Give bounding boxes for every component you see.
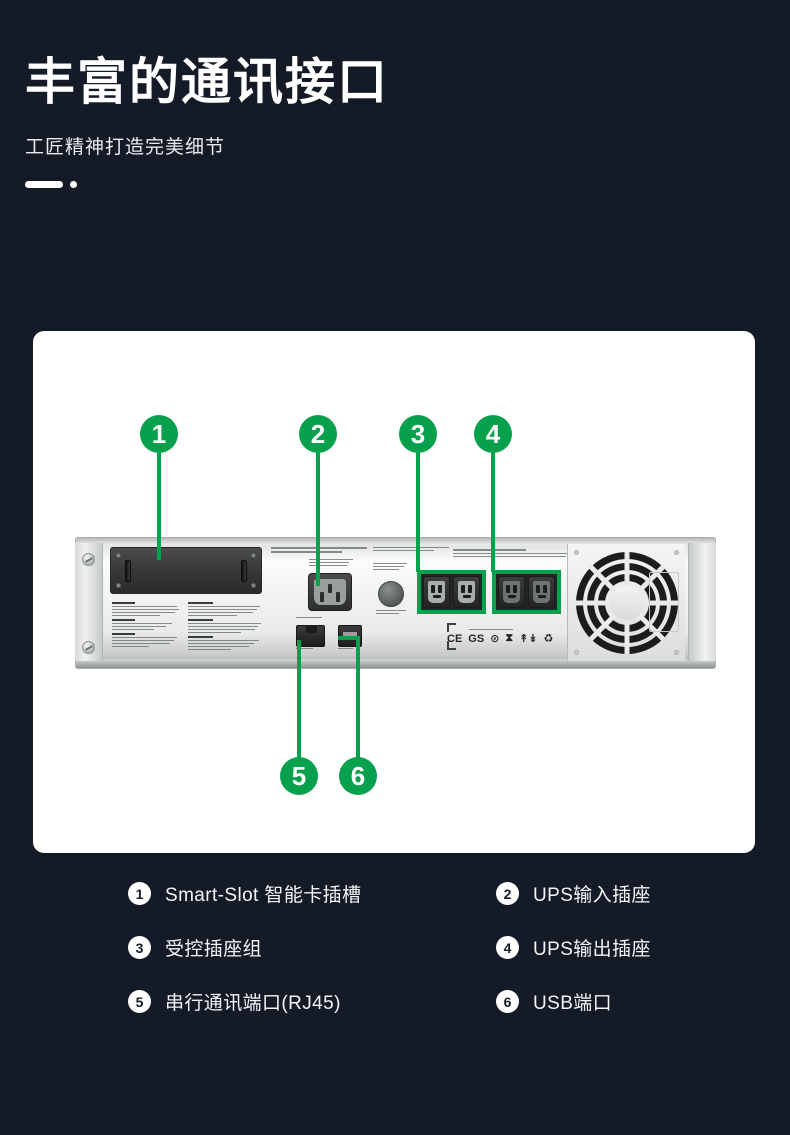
hourglass-icon: ⧗ bbox=[505, 632, 514, 644]
callout-line-2 bbox=[316, 450, 320, 586]
contact-notice-label bbox=[373, 547, 449, 553]
outlet bbox=[498, 576, 525, 608]
certification-icons: CE GS ⊙ ⧗ ↟↡ ♻ bbox=[447, 632, 553, 645]
gs-mark-icon: GS bbox=[468, 632, 485, 645]
fan-side-plate bbox=[649, 572, 679, 632]
legend-number: 1 bbox=[128, 882, 151, 905]
ups-output-outlet-group bbox=[492, 570, 561, 614]
recycle-icon: ♻ bbox=[543, 633, 554, 645]
serial-bracket-tl bbox=[447, 623, 456, 632]
rack-ear-right bbox=[688, 543, 716, 661]
power-mark-icon: ⊙ bbox=[490, 633, 500, 645]
legend-label: UPS输入插座 bbox=[533, 885, 651, 906]
legend-number: 3 bbox=[128, 936, 151, 959]
divider-bar bbox=[25, 181, 63, 188]
breaker-reset-label bbox=[376, 610, 406, 616]
legend-item-6: 6 USB端口 bbox=[496, 988, 768, 1015]
callout-legend: 1 Smart-Slot 智能卡插槽 2 UPS输入插座 3 受控插座组 4 U… bbox=[128, 880, 768, 1015]
callout-badge-5[interactable]: 5 bbox=[280, 757, 318, 795]
serial-bracket-bl bbox=[447, 641, 456, 650]
chassis-screw bbox=[82, 641, 95, 654]
callout-line-4 bbox=[491, 450, 495, 572]
callout-line-6-vertical bbox=[356, 636, 360, 760]
callout-badge-2[interactable]: 2 bbox=[299, 415, 337, 453]
serial-port-label bbox=[296, 617, 322, 620]
page-subtitle: 工匠精神打造完美细节 bbox=[25, 137, 226, 158]
legend-label: USB端口 bbox=[533, 993, 613, 1014]
callout-line-5 bbox=[297, 640, 301, 760]
slot-handle-left bbox=[125, 559, 131, 582]
usb-port-caption bbox=[338, 648, 360, 651]
smart-slot-cover bbox=[110, 547, 262, 594]
legend-item-1: 1 Smart-Slot 智能卡插槽 bbox=[128, 880, 496, 907]
serial-rj45-port bbox=[296, 625, 325, 647]
arrows-icon: ↟↡ bbox=[519, 633, 538, 645]
legend-item-4: 4 UPS输出插座 bbox=[496, 934, 768, 961]
outlet bbox=[453, 576, 480, 608]
legend-number: 6 bbox=[496, 990, 519, 1013]
callout-badge-6[interactable]: 6 bbox=[339, 757, 377, 795]
legend-label: 串行通讯端口(RJ45) bbox=[165, 993, 341, 1014]
circuit-breaker-reset-button[interactable] bbox=[378, 581, 404, 607]
output-rating-label bbox=[453, 549, 571, 559]
controlled-outlet-group bbox=[417, 570, 486, 614]
outlet bbox=[423, 576, 450, 608]
legend-item-3: 3 受控插座组 bbox=[128, 934, 496, 961]
legend-number: 4 bbox=[496, 936, 519, 959]
surge-protect-label bbox=[373, 563, 407, 572]
callout-badge-1[interactable]: 1 bbox=[140, 415, 178, 453]
callout-badge-3[interactable]: 3 bbox=[399, 415, 437, 453]
legend-label: UPS输出插座 bbox=[533, 939, 651, 960]
divider-dot bbox=[70, 181, 77, 188]
callout-line-3 bbox=[416, 450, 420, 572]
callout-line-1 bbox=[157, 450, 161, 560]
callout-line-6-horizontal bbox=[338, 636, 360, 640]
decorative-divider bbox=[25, 181, 725, 188]
legend-number: 2 bbox=[496, 882, 519, 905]
serial-port-caption bbox=[296, 648, 320, 651]
page-title: 丰富的通讯接口 bbox=[25, 54, 389, 110]
legend-item-2: 2 UPS输入插座 bbox=[496, 880, 768, 907]
chassis-screw bbox=[82, 553, 95, 566]
legend-item-5: 5 串行通讯端口(RJ45) bbox=[128, 988, 496, 1015]
serial-number-label bbox=[469, 629, 513, 632]
caution-label-multilang bbox=[188, 602, 262, 652]
legend-label: Smart-Slot 智能卡插槽 bbox=[165, 885, 362, 906]
ce-mark-icon: CE bbox=[447, 632, 463, 645]
slot-handle-right bbox=[241, 559, 247, 582]
outlet bbox=[528, 576, 555, 608]
input-rating-label bbox=[309, 559, 353, 568]
warning-label-en bbox=[112, 602, 180, 649]
callout-badge-4[interactable]: 4 bbox=[474, 415, 512, 453]
fan-grille-rings bbox=[575, 551, 678, 654]
ups-rear-panel-image: CE GS ⊙ ⧗ ↟↡ ♻ bbox=[75, 537, 716, 669]
ups-input-socket bbox=[308, 573, 352, 611]
page-header: 丰富的通讯接口 工匠精神打造完美细节 bbox=[25, 55, 725, 188]
cooling-fan-grille bbox=[567, 544, 685, 661]
legend-label: 受控插座组 bbox=[165, 939, 263, 960]
legend-number: 5 bbox=[128, 990, 151, 1013]
